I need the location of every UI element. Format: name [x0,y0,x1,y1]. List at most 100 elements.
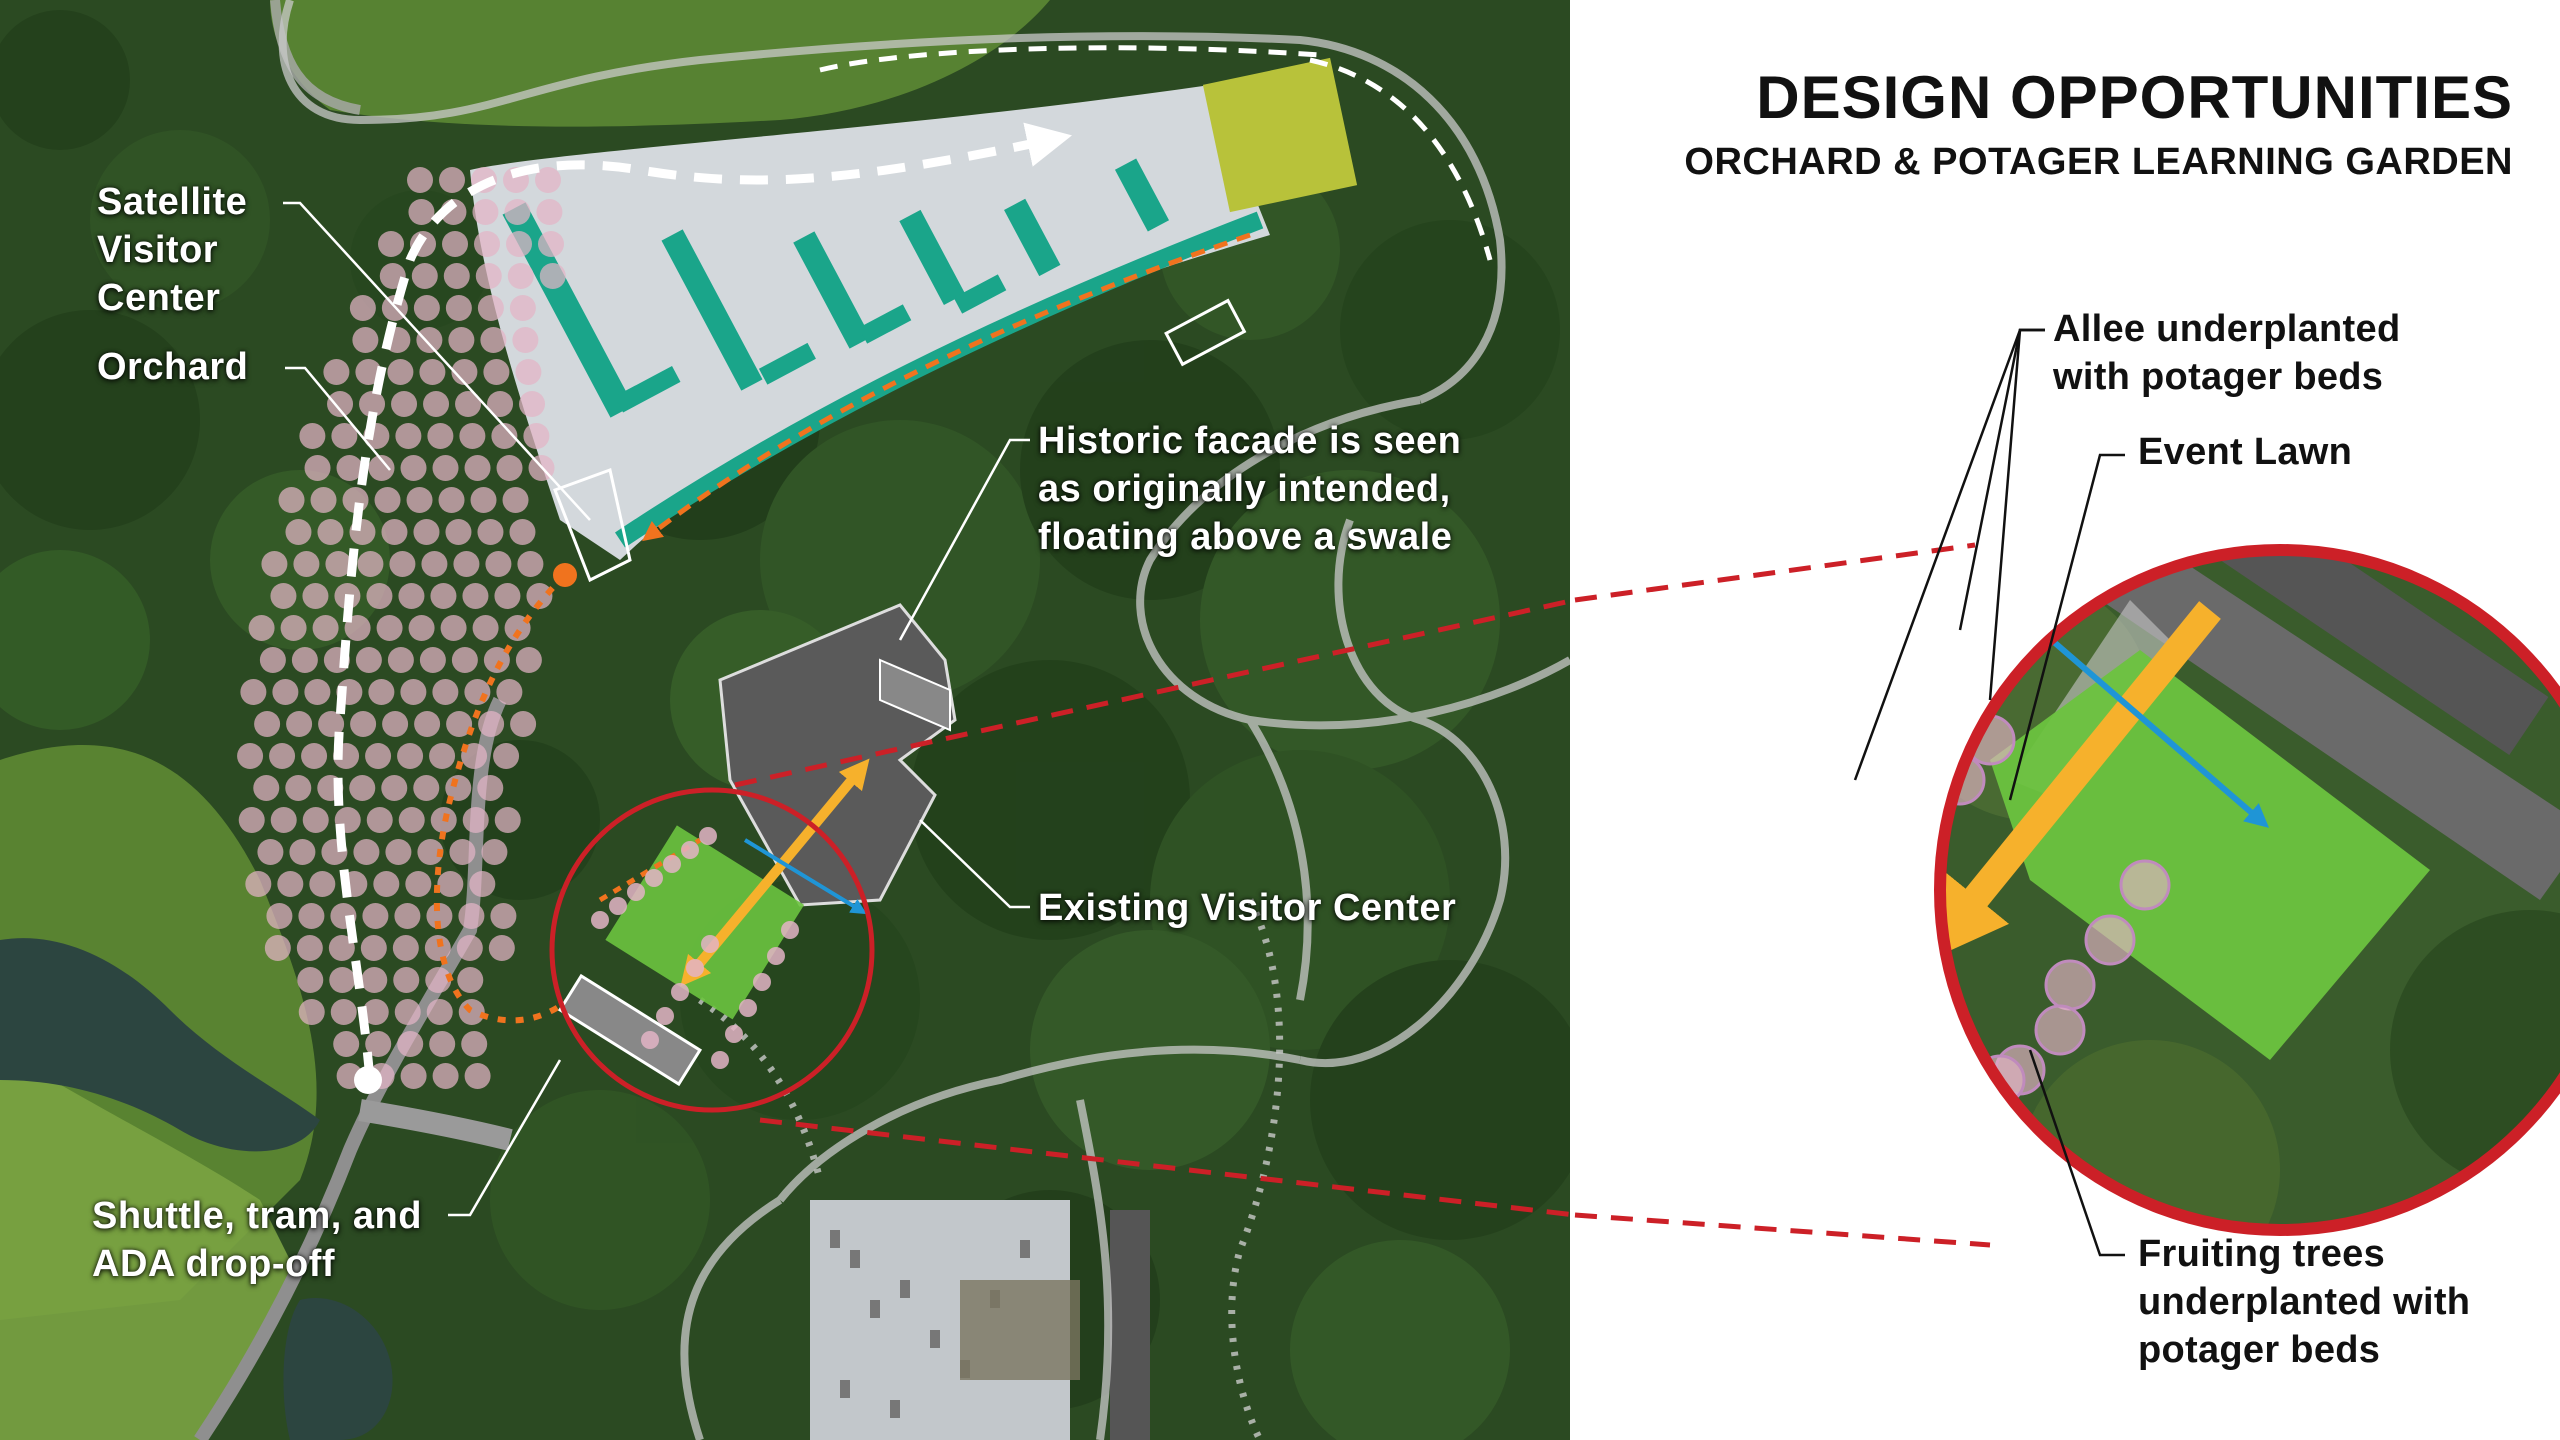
callout-circle-small [549,787,875,1113]
tree-circle [385,839,412,865]
label-fruiting-trees: Fruiting trees underplanted with potager… [2138,1230,2470,1374]
tree-circle [2119,859,2171,911]
tree-circle [411,263,438,289]
label-orchard: Orchard [97,346,249,388]
tree-circle [237,743,264,769]
tree-circle [389,551,416,577]
tree-circle [510,711,537,737]
tree-circle [1656,1006,1704,1054]
tree-circle [487,391,514,417]
callout-connectors [734,542,1991,1248]
tree-circle [407,167,433,193]
white-walk-loop [333,122,1073,1081]
tree-circle [701,935,719,953]
tree-circle [393,967,420,993]
tree-circle [753,973,771,991]
tree-circle [767,947,785,965]
tree-circle [302,583,329,609]
tree-circle [426,999,453,1025]
small-structure [1164,298,1247,367]
tree-circle [437,871,464,897]
label-line: potager beds [2138,1329,2381,1371]
tree-circle [699,827,717,845]
tree-circle [245,871,272,897]
tree-circle [261,551,288,577]
tree-circle [1846,816,1894,864]
tree-circle [421,551,448,577]
tree-circle [254,711,281,737]
tree-circle [304,679,331,705]
dropoff-road [358,1099,513,1151]
tree-circle [286,711,313,737]
tree-circle [398,807,425,833]
tree-circle [483,359,510,385]
tree-circle [387,359,414,385]
tree-circle [413,775,440,801]
tree-circle [257,839,284,865]
tree-circle [477,519,504,545]
orange-path-node [553,563,577,587]
tree-circle [455,391,482,417]
title-subheading: ORCHARD & POTAGER LEARNING GARDEN [1684,141,2513,183]
tree-circle [366,583,393,609]
tree-circle [368,679,395,705]
tree-circle [394,903,421,929]
label-line: Shuttle, tram, and [92,1195,422,1237]
tree-circle [387,647,414,673]
page-title: DESIGN OPPORTUNITIES ORCHARD & POTAGER L… [1684,62,2513,186]
tree-circle [536,199,563,225]
tree-circle [515,647,542,673]
tree-circle [398,583,425,609]
tree-circle [1726,921,1774,969]
tree-circle [361,967,388,993]
tree-circle [270,583,297,609]
tree-circle [397,743,424,769]
tree-circle [430,583,457,609]
tree-circle [470,487,497,513]
tree-circle [423,391,450,417]
orchard-tree-grid [237,167,566,1089]
tree-circle [449,839,476,865]
label-line: Allee underplanted [2053,308,2401,350]
tree-circle [432,455,459,481]
tree-circle [238,807,265,833]
tree-circle [353,839,380,865]
tree-circle [472,615,499,641]
tree-circle [496,455,523,481]
tree-circle [481,839,508,865]
tree-circle [391,391,418,417]
tree-circle [400,679,427,705]
tree-circle [456,935,483,961]
tree-circle [408,199,435,225]
tree-circle [490,903,517,929]
tree-circle [439,167,465,193]
label-satellite-visitor-center: Satellite Visitor Center [97,178,247,322]
tree-circle [496,679,523,705]
tree-circle [443,263,470,289]
tree-circle [464,679,491,705]
label-line: Visitor [97,229,219,271]
tree-circle [368,455,395,481]
tree-circle [248,615,275,641]
tree-circle [1756,876,1804,924]
tree-circle [429,1031,456,1057]
label-allee: Allee underplanted with potager beds [2053,305,2400,401]
garden-beds [960,1280,1080,1380]
tree-circle [485,551,512,577]
tree-circle [645,869,663,887]
tree-circle [464,1063,491,1089]
tree-circle [416,327,443,353]
tree-circle [509,519,536,545]
tree-circle [663,855,681,873]
tree-circle [419,359,446,385]
tree-circle [539,263,566,289]
tree-circle [2084,914,2136,966]
tree-circle [297,967,324,993]
tree-circle [502,487,529,513]
tree-circle [506,231,533,257]
label-line: as originally intended, [1038,468,1451,510]
tree-circle [681,841,699,859]
satellite-visitor-center-outline [553,468,632,583]
tree-circle [352,327,379,353]
tree-circle [438,487,465,513]
